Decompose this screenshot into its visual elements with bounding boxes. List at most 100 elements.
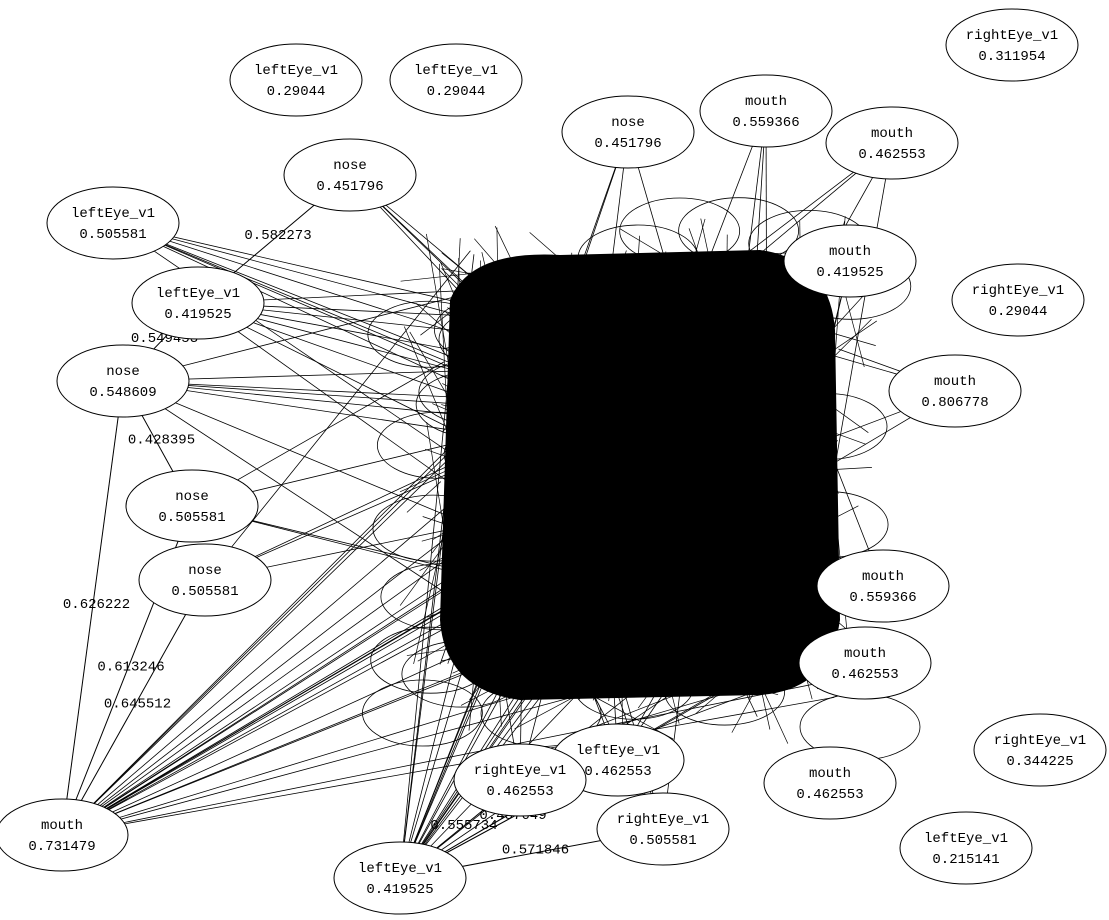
cluster-edge xyxy=(675,505,859,601)
cluster-edge xyxy=(621,541,833,660)
cluster-edge xyxy=(554,567,818,579)
cluster-edge xyxy=(514,568,534,687)
node-label: mouth xyxy=(862,569,904,585)
edge-line xyxy=(112,222,464,374)
node-label: leftEye_v1 xyxy=(156,286,240,302)
node-ellipse xyxy=(229,43,363,117)
cluster-edge xyxy=(440,238,461,627)
cluster-node-outline xyxy=(376,411,498,479)
edge-label: 0.428395 xyxy=(128,433,195,449)
cluster-node-outline xyxy=(709,335,831,403)
node-ellipse xyxy=(453,743,587,817)
cluster-edge xyxy=(695,484,750,567)
node-label: mouth xyxy=(844,646,886,662)
edge-line xyxy=(122,380,485,619)
graph-node: rightEye_v10.29044 xyxy=(951,263,1085,337)
cluster-node-outline xyxy=(492,419,614,487)
node-ellipse xyxy=(46,186,180,260)
graph-node: leftEye_v10.505581 xyxy=(46,186,180,260)
cluster-edge xyxy=(614,368,700,612)
cluster-edge xyxy=(534,278,827,611)
cluster-edge xyxy=(472,503,540,568)
cluster-node-outline xyxy=(638,606,760,674)
cluster-edge xyxy=(684,369,801,682)
cluster-node-outline xyxy=(367,300,489,368)
cluster-node-outline xyxy=(434,296,555,364)
cluster-edge xyxy=(702,604,841,626)
cluster-edge xyxy=(452,563,700,674)
cluster-edge xyxy=(522,482,581,542)
node-ellipse xyxy=(763,746,897,820)
graph-node: mouth 0.462553 xyxy=(763,746,897,820)
node-value: 0.419525 xyxy=(164,307,231,323)
cluster-edge xyxy=(578,569,693,701)
cluster-edge xyxy=(744,648,794,687)
cluster-edge xyxy=(567,439,719,540)
node-label: leftEye_v1 xyxy=(924,831,1008,847)
edge-line xyxy=(61,579,206,836)
cluster-edge xyxy=(406,481,442,513)
node-value: 0.419525 xyxy=(816,265,883,281)
node-label: nose xyxy=(333,158,367,174)
node-ellipse xyxy=(125,469,259,543)
node-ellipse xyxy=(973,713,1107,787)
cluster-edge xyxy=(725,276,817,523)
cluster-edge xyxy=(449,377,746,446)
node-ellipse xyxy=(816,549,950,623)
node-value: 0.731479 xyxy=(28,839,95,855)
cluster-edge xyxy=(444,310,668,532)
cluster-edge xyxy=(460,378,595,550)
node-value: 0.451796 xyxy=(316,179,383,195)
node-label: leftEye_v1 xyxy=(576,743,660,759)
node-value: 0.559366 xyxy=(732,115,799,131)
cluster-edge xyxy=(801,391,839,494)
cluster-edge xyxy=(457,329,585,545)
node-ellipse xyxy=(888,354,1022,428)
cluster-edge xyxy=(622,474,870,570)
node-label: mouth xyxy=(829,244,871,260)
node-ellipse xyxy=(131,266,265,340)
edge-line xyxy=(112,222,502,385)
node-value: 0.29044 xyxy=(267,84,326,100)
edge-line xyxy=(61,389,520,836)
cluster-edge xyxy=(662,218,706,370)
cluster-edge xyxy=(777,297,816,547)
node-value: 0.462553 xyxy=(796,787,863,803)
cluster-edge xyxy=(431,308,615,554)
cluster-edge xyxy=(708,263,756,615)
node-value: 0.215141 xyxy=(932,852,999,868)
node-value: 0.806778 xyxy=(921,395,988,411)
cluster-edge xyxy=(432,309,790,540)
node-ellipse xyxy=(945,8,1079,82)
cluster-node-outline xyxy=(380,563,502,631)
cluster-edge xyxy=(593,345,867,445)
node-label: mouth xyxy=(809,766,851,782)
cluster-edge xyxy=(458,258,464,483)
edge-label: 0.571846 xyxy=(502,843,569,859)
cluster-edge xyxy=(615,260,703,517)
cluster-edge xyxy=(453,497,765,514)
cluster-edge xyxy=(720,423,775,611)
edge-label: 0.626222 xyxy=(63,597,130,613)
node-label: leftEye_v1 xyxy=(358,861,442,877)
graph-node: nose 0.451796 xyxy=(283,138,417,212)
cluster-edge xyxy=(646,292,867,534)
cluster-edge xyxy=(579,473,762,508)
cluster-edge xyxy=(442,315,588,350)
graph-node: mouth 0.419525 xyxy=(783,224,917,298)
cluster-edge xyxy=(570,417,760,493)
node-ellipse xyxy=(389,43,523,117)
cluster-edge xyxy=(785,266,809,476)
graph-node: leftEye_v10.29044 xyxy=(229,43,363,117)
cluster-node-outline xyxy=(438,305,560,373)
cluster-edge xyxy=(566,429,639,473)
cluster-edge xyxy=(454,271,536,303)
cluster-edge xyxy=(694,505,816,509)
cluster-edge xyxy=(619,228,706,281)
cluster-edge xyxy=(554,408,672,481)
node-ellipse xyxy=(138,543,272,617)
node-value: 0.29044 xyxy=(427,84,486,100)
